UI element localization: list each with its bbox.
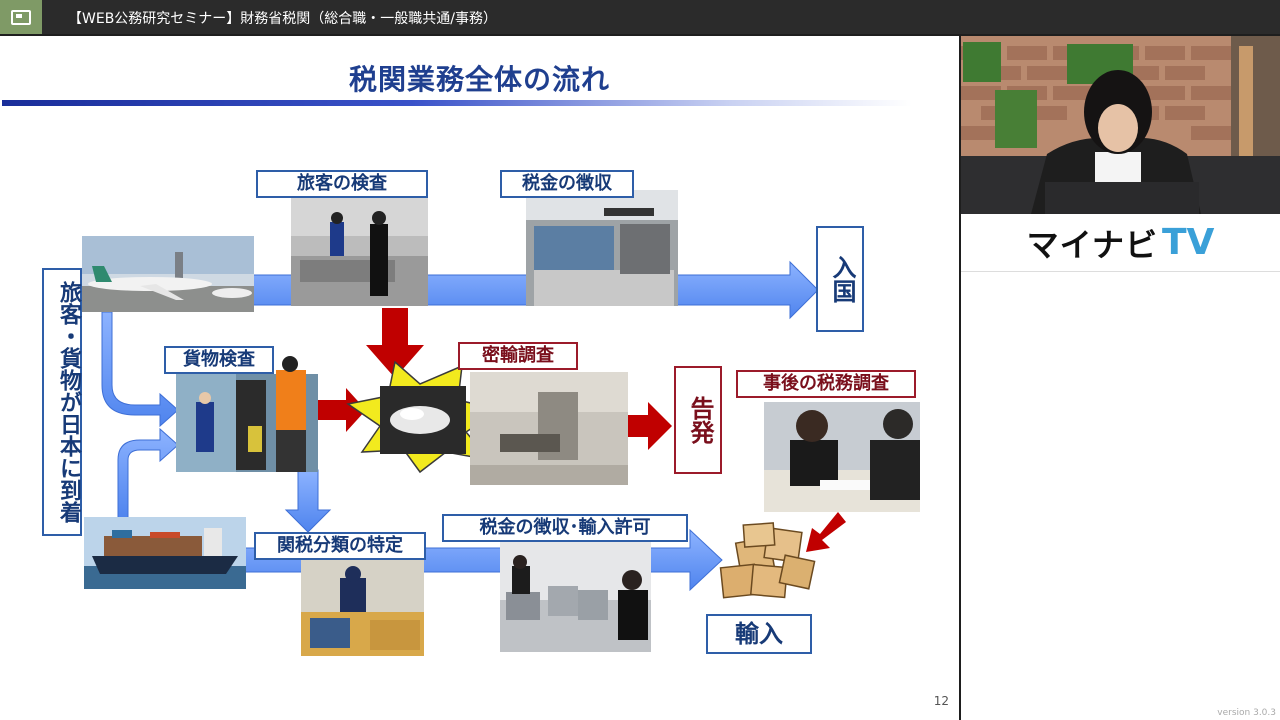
window-layout-icon — [11, 9, 31, 25]
office-photo — [500, 542, 651, 652]
side-panel: version 3.0.3 — [961, 272, 1280, 720]
post-audit-label: 事後の税務調査 — [736, 370, 916, 398]
cargo-inspection-label: 貨物検査 — [164, 346, 274, 374]
logo-tv: TV — [1161, 222, 1215, 263]
customs-flow-diagram — [82, 190, 920, 656]
tariff-classification-label: 関税分類の特定 — [254, 532, 426, 560]
red-arrow-down-to-seizure — [366, 308, 424, 378]
prosecution-label: 告発 — [674, 366, 722, 474]
logo-text: マイナビ — [1026, 225, 1158, 264]
import-label: 輸入 — [706, 614, 812, 654]
tax-collection-photo — [526, 190, 678, 306]
slide-page-number: 12 — [933, 694, 949, 708]
flow-arrow-plane-to-cargo — [101, 311, 179, 428]
red-arrow-to-prosecution — [628, 402, 672, 450]
passenger-inspection-label: 旅客の検査 — [256, 170, 428, 198]
layout-toggle-button[interactable] — [0, 0, 42, 34]
investigation-room-photo — [470, 372, 628, 485]
cargo-ship-photo — [84, 517, 246, 589]
smuggling-investigation-label: 密輸調査 — [458, 342, 578, 370]
red-arrow-cargo-to-seizure — [318, 388, 366, 432]
flow-arrow-ship-to-cargo — [117, 427, 179, 519]
red-arrow-audit-to-import — [806, 512, 846, 552]
airplane-photo — [82, 236, 254, 312]
window-title: 【WEB公務研究セミナー】財務省税関（総合職・一般職共通/事務） — [68, 11, 498, 27]
presentation-slide: 税関業務全体の流れ — [0, 36, 959, 720]
arrival-label: 旅客・貨物が日本に到着 — [42, 268, 82, 536]
tariff-classification-photo — [301, 560, 424, 656]
seized-contraband-burst — [346, 360, 502, 474]
import-boxes-icon — [719, 522, 816, 599]
flow-arrow-cargo-to-tariff — [284, 469, 332, 533]
cargo-inspection-photo — [176, 356, 318, 472]
passenger-inspection-photo — [291, 196, 428, 306]
title-underline — [2, 100, 912, 106]
window-title-bar: 【WEB公務研究セミナー】財務省税関（総合職・一般職共通/事務） — [0, 0, 1280, 34]
tax-collection-label: 税金の徴収 — [500, 170, 634, 198]
entry-label: 入国 — [816, 226, 864, 332]
tax-and-import-permit-label: 税金の徴収･輸入許可 — [442, 514, 688, 542]
version-text: version 3.0.3 — [1217, 708, 1276, 718]
presenter-video-frame — [961, 36, 1280, 214]
slide-title: 税関業務全体の流れ — [348, 63, 610, 96]
presenter-video — [961, 36, 1280, 214]
post-audit-photo — [764, 402, 920, 512]
mynavi-tv-logo: マイナビ TV — [961, 214, 1280, 272]
